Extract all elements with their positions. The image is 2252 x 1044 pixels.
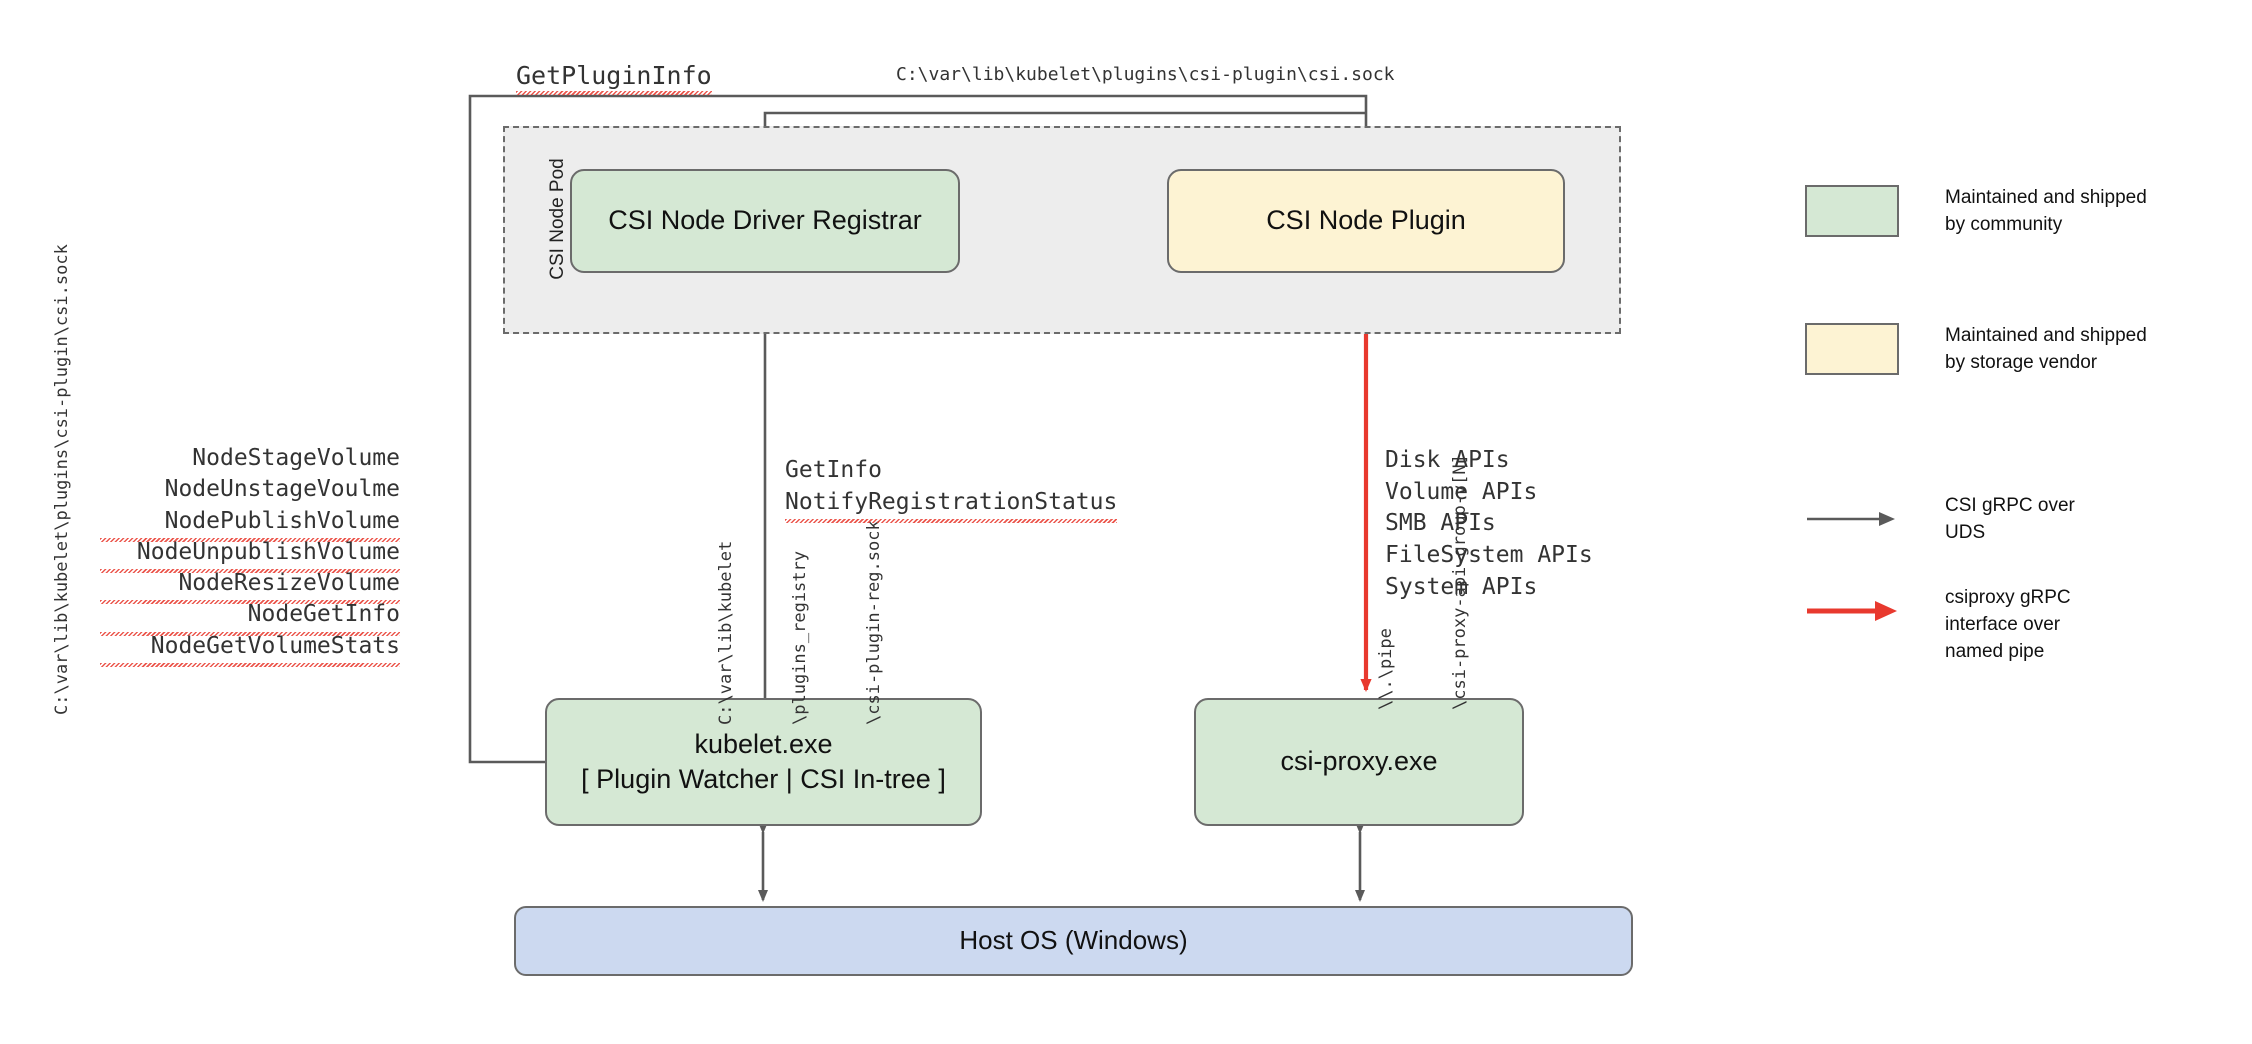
label-csi-sock-path-top: C:\var\lib\kubelet\plugins\csi-plugin\cs… xyxy=(896,64,1395,85)
legend-line-1: Maintained and shipped xyxy=(1945,187,2147,208)
label-plugins-registry-path-vertical: C:\var\lib\kubelet \plugins_registry \cs… xyxy=(665,445,884,725)
rpc-item: NotifyRegistrationStatus xyxy=(785,487,1118,524)
legend-label: CSI gRPC over UDS xyxy=(1945,493,2075,547)
rpc-item: NodeResizeVolume xyxy=(100,568,400,605)
node-label: csi-proxy.exe xyxy=(1280,746,1438,777)
legend-item-csiproxy-named-pipe: csiproxy gRPC interface over named pipe xyxy=(1805,585,2071,666)
legend-swatch-vendor-color xyxy=(1805,323,1899,375)
rpc-item: NodeGetVolumeStats xyxy=(100,631,400,668)
label-text: GetPluginInfo xyxy=(516,61,712,90)
api-item: Disk APIs xyxy=(1385,447,1510,473)
legend-line-3: named pipe xyxy=(1945,640,2045,662)
node-service-rpc-list: NodeStageVolume NodeUnstageVoulme NodePu… xyxy=(100,443,400,668)
legend-swatch-community-color xyxy=(1805,185,1899,237)
node-csi-node-plugin[interactable]: CSI Node Plugin xyxy=(1167,169,1565,273)
node-host-os[interactable]: Host OS (Windows) xyxy=(514,906,1633,976)
api-item: Volume APIs xyxy=(1385,478,1538,505)
legend-line-1: CSI gRPC over xyxy=(1945,495,2075,516)
legend-line-2: interface over xyxy=(1945,613,2061,635)
node-label: CSI Node Driver Registrar xyxy=(608,205,922,236)
node-csi-node-driver-registrar[interactable]: CSI Node Driver Registrar xyxy=(570,169,960,273)
legend-line-2: by community xyxy=(1945,213,2063,235)
legend-item-csi-grpc-uds: CSI gRPC over UDS xyxy=(1805,493,2075,547)
legend-line-1: Maintained and shipped xyxy=(1945,325,2147,346)
rpc-item: NodeStageVolume xyxy=(192,445,400,471)
api-item: System APIs xyxy=(1385,573,1538,600)
csi-node-pod-label: CSI Node Pod xyxy=(547,158,568,280)
red-arrow-icon xyxy=(1805,585,1899,637)
rpc-item: GetInfo xyxy=(785,457,882,483)
rpc-item: NodeGetInfo xyxy=(100,599,400,636)
legend-label: csiproxy gRPC interface over named pipe xyxy=(1945,585,2071,666)
label-csi-sock-path-vertical: C:\var\lib\kubelet\plugins\csi-plugin\cs… xyxy=(52,244,72,715)
kubelet-line-2: [ Plugin Watcher | CSI In-tree ] xyxy=(581,764,946,794)
rpc-item: NodeUnpublishVolume xyxy=(100,537,400,574)
path-line-1: C:\var\lib\kubelet xyxy=(716,540,737,725)
node-label: CSI Node Plugin xyxy=(1266,205,1466,236)
legend-item-storage-vendor: Maintained and shipped by storage vendor xyxy=(1805,323,2147,377)
api-item: FileSystem APIs xyxy=(1385,542,1593,569)
rpc-item: NodePublishVolume xyxy=(100,506,400,543)
legend-line-1: csiproxy gRPC xyxy=(1945,587,2071,608)
node-label: kubelet.exe [ Plugin Watcher | CSI In-tr… xyxy=(581,727,946,797)
node-label: Host OS (Windows) xyxy=(959,925,1188,956)
legend-label: Maintained and shipped by storage vendor xyxy=(1945,323,2147,377)
node-csi-proxy-exe[interactable]: csi-proxy.exe xyxy=(1194,698,1524,826)
registration-rpc-list: GetInfo NotifyRegistrationStatus xyxy=(785,455,1118,524)
label-named-pipe-path-vertical: \\.\pipe \csi-proxy-api-group-v[N] xyxy=(1325,390,1470,710)
legend-line-2: UDS xyxy=(1945,521,1986,543)
node-kubelet-exe[interactable]: kubelet.exe [ Plugin Watcher | CSI In-tr… xyxy=(545,698,982,826)
kubelet-line-1: kubelet.exe xyxy=(694,728,833,759)
csiproxy-api-group-list: Disk APIs Volume APIs SMB APIs FileSyste… xyxy=(1385,445,1593,604)
rpc-item: NodeUnstageVoulme xyxy=(164,476,400,503)
legend-item-community: Maintained and shipped by community xyxy=(1805,185,2147,239)
api-item: SMB APIs xyxy=(1385,510,1496,537)
gray-arrow-icon xyxy=(1805,493,1899,545)
legend-line-2: by storage vendor xyxy=(1945,351,2098,373)
label-get-plugin-info: GetPluginInfo xyxy=(516,61,712,90)
legend-label: Maintained and shipped by community xyxy=(1945,185,2147,239)
